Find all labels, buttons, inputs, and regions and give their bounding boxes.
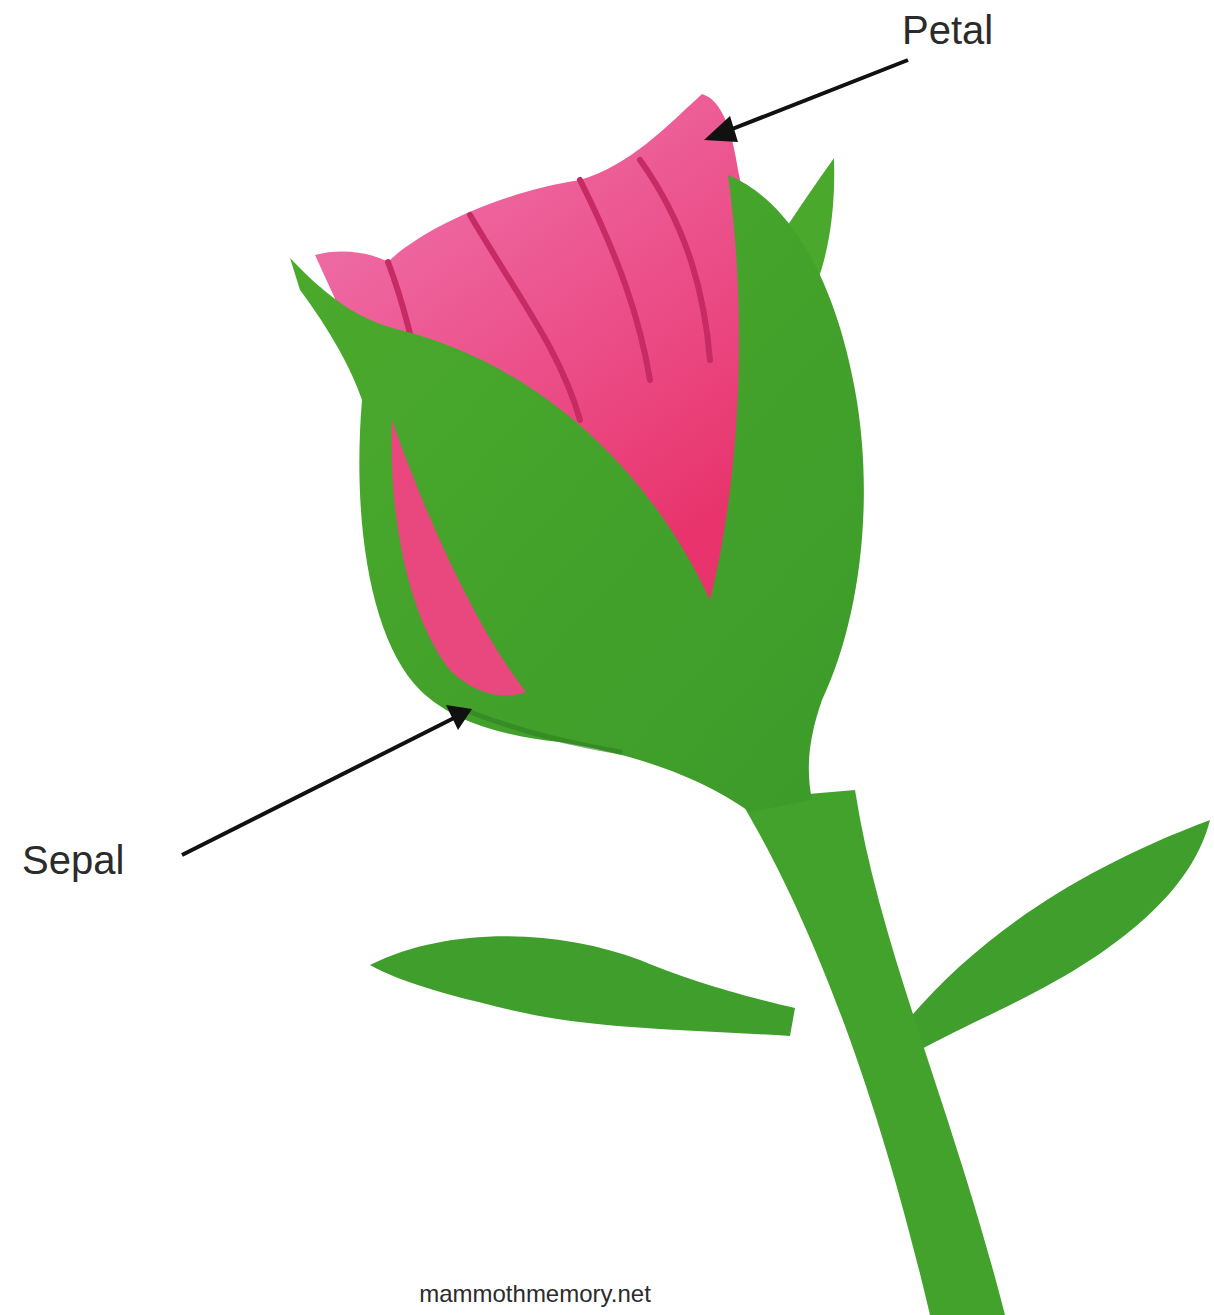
sepal-shading xyxy=(470,712,620,752)
left-leaf xyxy=(370,936,795,1036)
watermark: mammothmemory.net xyxy=(419,1280,651,1308)
part-label: Sepal xyxy=(22,838,124,883)
part-label: Petal xyxy=(902,8,993,53)
petal-sliver xyxy=(392,420,526,696)
right-leaf xyxy=(880,820,1210,1072)
stem xyxy=(740,790,1005,1315)
sepal-body xyxy=(290,175,864,812)
leader-arrows xyxy=(182,60,908,855)
